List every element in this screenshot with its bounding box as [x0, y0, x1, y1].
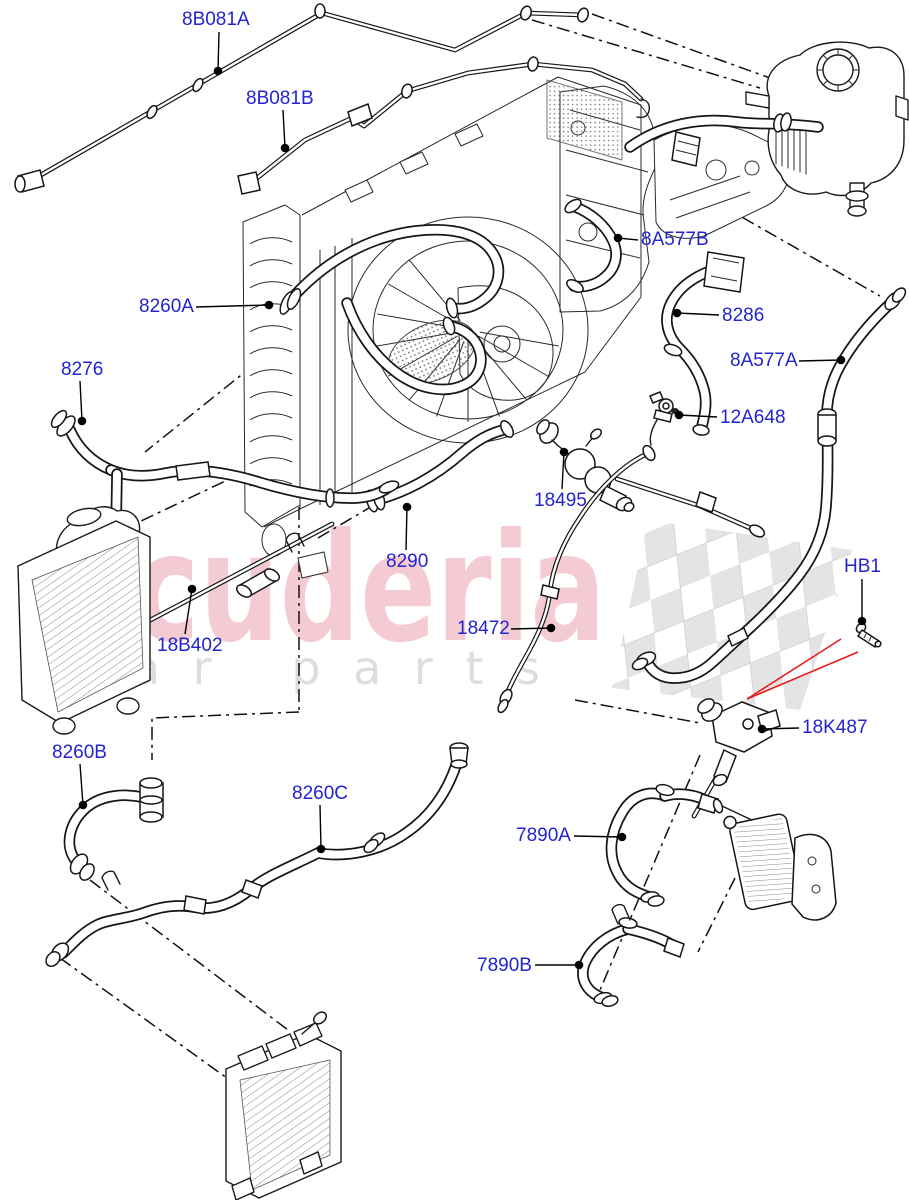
hose-8286: [663, 251, 745, 436]
hose-8A577A: [631, 287, 907, 678]
coolant-expansion-tank: [745, 41, 909, 217]
label-leader-lines: [77, 31, 867, 970]
leader-line-8B081B: [282, 109, 286, 149]
leader-dot-HB1: [857, 616, 867, 626]
part-label-18495[interactable]: 18495: [534, 490, 587, 511]
leader-dot-8260B: [78, 800, 88, 810]
connector-valve-18K487: [694, 698, 781, 816]
upper-radiator-hose-8260A: [279, 230, 498, 390]
leader-dot-18B402: [187, 584, 197, 594]
leader-line-8286: [676, 312, 720, 316]
sensor-12A648: [649, 391, 679, 446]
leader-line-12A648: [678, 414, 718, 418]
part-label-8B081A[interactable]: 8B081A: [182, 9, 250, 30]
part-label-7890A[interactable]: 7890A: [516, 825, 571, 846]
watermark-line2: car parts: [74, 641, 574, 695]
red-pointer-line-1: [746, 638, 842, 700]
leader-dot-8A577A: [836, 355, 846, 365]
bleed-pipe-8B081A: [14, 3, 590, 193]
leader-dot-8276: [77, 416, 87, 426]
leader-dot-18K487: [757, 724, 767, 734]
part-label-12A648[interactable]: 12A648: [720, 407, 786, 428]
hose-8290: [365, 420, 514, 513]
leader-line-8B081A: [217, 31, 220, 72]
leader-line-8276: [79, 380, 83, 422]
hose-7890A: [611, 783, 757, 907]
part-label-18472[interactable]: 18472: [457, 618, 510, 639]
hose-8260C: [45, 742, 469, 967]
radiator-fan-assembly: [242, 76, 642, 579]
leader-line-18K487: [761, 727, 800, 730]
checkered-flag-watermark: [612, 520, 852, 710]
brand-watermark: scuderia car parts: [66, 502, 606, 695]
hose-7890B: [583, 903, 685, 1008]
red-pointer-lines: [746, 638, 859, 700]
auxiliary-radiator: [225, 1011, 342, 1200]
part-label-8260A[interactable]: 8260A: [139, 296, 194, 317]
bleed-pipe-8B081B: [237, 56, 651, 195]
leader-line-8A577A: [798, 359, 842, 362]
part-label-7890B[interactable]: 7890B: [477, 955, 532, 976]
watermark-line1: scuderia: [66, 502, 606, 676]
leader-dot-7890B: [574, 960, 584, 970]
leader-line-7890A: [573, 835, 623, 838]
red-pointer-line-2: [746, 651, 859, 700]
part-label-8A577B[interactable]: 8A577B: [641, 229, 709, 250]
part-label-18K487[interactable]: 18K487: [802, 717, 868, 738]
hose-8A577B: [564, 198, 616, 293]
part-label-8286[interactable]: 8286: [722, 305, 765, 326]
leader-line-18495: [561, 451, 565, 490]
leader-line-8290: [405, 506, 408, 551]
tank-feed-hose: [630, 112, 818, 167]
part-label-HB1[interactable]: HB1: [844, 556, 881, 577]
engine-oil-cooler: [723, 813, 837, 921]
hose-8260B: [67, 777, 164, 881]
part-label-18B402[interactable]: 18B402: [157, 635, 223, 656]
leader-dot-12A648: [674, 410, 684, 420]
leader-line-18472: [510, 627, 552, 630]
part-label-8276[interactable]: 8276: [61, 359, 104, 380]
leader-dot-8B081B: [280, 143, 290, 153]
bolt-HB1: [855, 622, 882, 649]
part-label-8290[interactable]: 8290: [386, 551, 429, 572]
leader-line-8260C: [319, 804, 322, 850]
leader-dot-8A577B: [613, 233, 623, 243]
coolant-pipe-18472: [497, 444, 766, 714]
leader-dot-8B081A: [213, 66, 223, 76]
leader-dot-8260C: [316, 844, 326, 854]
part-label-8260B[interactable]: 8260B: [52, 742, 107, 763]
leader-line-18B402: [184, 588, 193, 635]
part-label-8260C[interactable]: 8260C: [292, 783, 348, 804]
charge-air-cooler: [17, 506, 151, 735]
leader-dot-8286: [672, 308, 682, 318]
leader-line-8260B: [79, 763, 84, 806]
leader-dot-18495: [559, 447, 569, 457]
part-label-8B081B[interactable]: 8B081B: [246, 88, 314, 109]
leader-dot-18472: [546, 623, 556, 633]
part-label-8A577A[interactable]: 8A577A: [730, 350, 798, 371]
leader-line-8260A: [195, 304, 270, 308]
leader-dot-8260A: [264, 300, 274, 310]
leader-dot-7890A: [617, 832, 627, 842]
leader-dot-8290: [402, 502, 412, 512]
